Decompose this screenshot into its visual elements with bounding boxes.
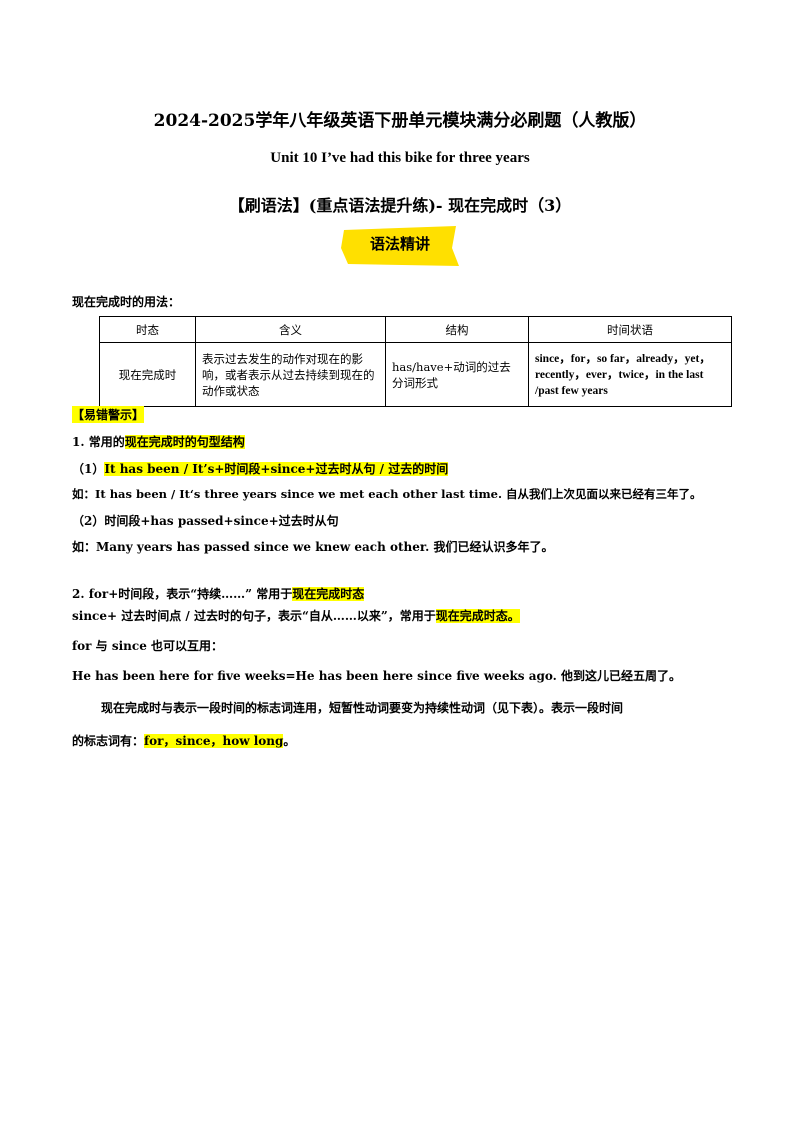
unit-title: Unit 10 I’ve had this bike for three yea… bbox=[270, 150, 530, 166]
pattern2-line: （2）时间段+has passed+since+过去时从句 bbox=[72, 514, 339, 528]
header-adverbials: 时间状语 bbox=[528, 316, 732, 343]
paragraph-line2-prefix: 的标志词有： bbox=[72, 734, 145, 748]
point2-for-highlight: 现在完成时态 bbox=[292, 587, 365, 601]
warning-label: 【易错警示】 bbox=[72, 406, 145, 423]
point1-prefix: 1. 常用的 bbox=[72, 435, 125, 449]
pattern1-text: It has been / It’s+时间段+since+过去时从句 / 过去的… bbox=[104, 462, 449, 476]
header-meaning: 含义 bbox=[195, 316, 386, 343]
cell-meaning: 表示过去发生的动作对现在的影响，或者表示从过去持续到现在的动作或状态 bbox=[195, 342, 386, 407]
cell-tense: 现在完成时 bbox=[99, 342, 196, 407]
banner-label: 语法精讲 bbox=[369, 235, 430, 253]
paragraph-line2-suffix: 。 bbox=[283, 734, 296, 748]
point2-for-line: 2. for+时间段，表示“持续……” 常用于现在完成时态 bbox=[72, 585, 365, 602]
banner-brush-shape bbox=[341, 226, 459, 266]
point1-highlight: 现在完成时的句型结构 bbox=[124, 435, 245, 449]
usage-heading: 现在完成时的用法： bbox=[72, 295, 181, 309]
pattern1-line: （1）It has been / It’s+时间段+since+过去时从句 / … bbox=[72, 460, 449, 477]
header-structure: 结构 bbox=[385, 316, 529, 343]
section-title: 【刷语法】(重点语法提升练)- 现在完成时（3） bbox=[228, 196, 572, 215]
header-tense: 时态 bbox=[99, 316, 196, 343]
interchange-line: for 与 since 也可以互用： bbox=[72, 639, 224, 653]
paragraph-line2-highlight: for，since，how long bbox=[144, 734, 284, 748]
example1-line: 如：It has been / It‘s three years since w… bbox=[72, 487, 702, 501]
point2-since-highlight: 现在完成时态。 bbox=[435, 609, 520, 623]
cell-adverbials: since，for，so far，already，yet，recently，ev… bbox=[528, 342, 732, 407]
point2-for-text: 2. for+时间段，表示“持续……” 常用于 bbox=[72, 587, 293, 601]
grammar-banner: 语法精讲 bbox=[338, 224, 462, 270]
point2-since-text: since+ 过去时间点 / 过去时的句子，表示“自从……以来”，常用于 bbox=[72, 609, 436, 623]
point2-example-line: He has been here for five weeks=He has b… bbox=[72, 669, 682, 683]
cell-structure: has/have+动词的过去分词形式 bbox=[385, 342, 529, 407]
document-title: 2024-2025学年八年级英语下册单元模块满分必刷题（人教版） bbox=[153, 111, 647, 131]
point1-heading: 1. 常用的现在完成时的句型结构 bbox=[72, 433, 245, 450]
point2-since-line: since+ 过去时间点 / 过去时的句子，表示“自从……以来”，常用于现在完成… bbox=[72, 607, 520, 624]
tense-table: 时态 含义 结构 时间状语 现在完成时 表示过去发生的动作对现在的影响，或者表示… bbox=[99, 316, 732, 407]
pattern1-number: （1） bbox=[72, 462, 105, 476]
table-header-row: 时态 含义 结构 时间状语 bbox=[99, 316, 732, 343]
paragraph-line1: 现在完成时与表示一段时间的标志词连用，短暂性动词要变为持续性动词（见下表）。表示… bbox=[101, 701, 624, 715]
example2-line: 如：Many years has passed since we knew ea… bbox=[72, 540, 554, 554]
table-row: 现在完成时 表示过去发生的动作对现在的影响，或者表示从过去持续到现在的动作或状态… bbox=[99, 342, 732, 407]
paragraph-line2: 的标志词有：for，since，how long。 bbox=[72, 732, 295, 749]
